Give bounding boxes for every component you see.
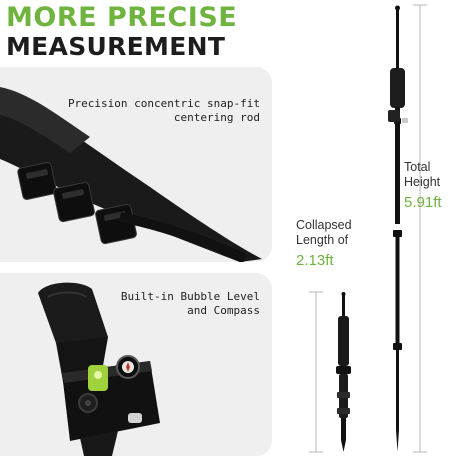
extended-pole bbox=[388, 5, 408, 452]
feature-caption-bubble-level: Built-in Bubble Level and Compass bbox=[121, 290, 260, 318]
collapsed-pole bbox=[336, 292, 351, 452]
headline-line-2: MEASUREMENT bbox=[6, 32, 226, 61]
caption-line-2: centering rod bbox=[173, 111, 260, 124]
headline-line-1: MORE PRECISE bbox=[6, 2, 238, 33]
total-height-dimension bbox=[413, 4, 427, 453]
centering-rod-photo bbox=[0, 87, 262, 262]
total-label-1: Total bbox=[404, 160, 431, 174]
headline: MORE PRECISE MEASUREMENT bbox=[6, 4, 237, 59]
collapsed-length-annotation: Collapsed Length of 2.13ft bbox=[296, 218, 352, 269]
total-value: 5.91ft bbox=[404, 194, 442, 211]
feature-caption-centering-rod: Precision concentric snap-fit centering … bbox=[68, 97, 260, 125]
collapsed-value: 2.13ft bbox=[296, 252, 334, 269]
feature-panel-centering-rod: Precision concentric snap-fit centering … bbox=[0, 67, 272, 262]
caption-line-1: Precision concentric snap-fit bbox=[67, 97, 260, 110]
collapsed-label-1: Collapsed bbox=[296, 218, 352, 232]
collapsed-length-dimension bbox=[309, 291, 323, 453]
feature-panel-bubble-level: Built-in Bubble Level and Compass bbox=[0, 273, 272, 456]
total-label-2: Height bbox=[404, 175, 441, 189]
caption-line-2: and Compass bbox=[187, 304, 260, 317]
collapsed-label-2: Length of bbox=[296, 233, 349, 247]
total-height-annotation: Total Height 5.91ft bbox=[404, 160, 442, 211]
bubble-level-photo bbox=[38, 282, 160, 456]
caption-line-1: Built-in Bubble Level bbox=[120, 290, 260, 303]
